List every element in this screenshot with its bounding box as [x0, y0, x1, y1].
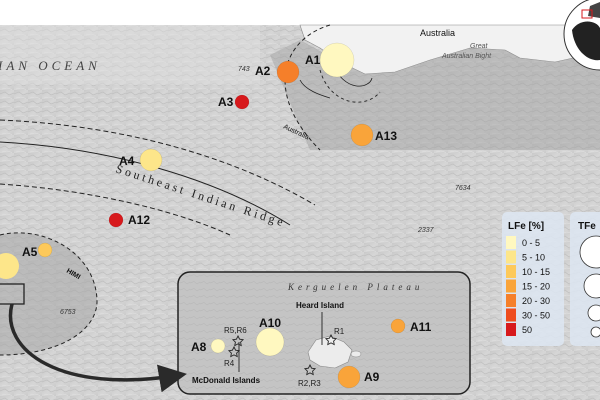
lfe-swatch — [506, 308, 516, 322]
heard-island-label: Heard Island — [296, 301, 344, 310]
himi-zone — [0, 232, 98, 355]
lfe-swatch — [506, 250, 516, 264]
lfe-swatch — [506, 294, 516, 307]
lfe-swatch — [506, 279, 516, 293]
lfe-swatch — [506, 265, 516, 278]
heard-island-shape — [307, 335, 353, 369]
bight-label-line2: Australian Bight — [441, 53, 492, 60]
bight-label-line1: Great — [470, 43, 489, 50]
front-line-1 — [0, 119, 316, 206]
lfe-legend-item-label: 20 - 30 — [522, 296, 550, 306]
globe-locator — [563, 0, 600, 71]
site-label-a11: A11 — [410, 320, 432, 334]
site-label-a12: A12 — [128, 213, 150, 227]
lfe-legend-item-label: 50 — [522, 325, 532, 335]
depth-label-3: 6753 — [60, 309, 76, 316]
site-label-a13: A13 — [375, 129, 397, 143]
site-marker-a12 — [108, 212, 124, 228]
lfe-legend: LFe [%] 0 - 5 5 - 10 10 - 15 15 - 20 20 - 30… — [502, 212, 564, 346]
plateau-label: Kerguelen Plateau — [287, 282, 423, 292]
depth-label-2: 2337 — [417, 227, 435, 234]
site-label-a9: A9 — [364, 370, 380, 384]
site-marker-a10 — [255, 327, 285, 357]
lfe-legend-item-label: 0 - 5 — [522, 238, 540, 248]
site-label-a10: A10 — [259, 316, 281, 330]
australia-shelf — [270, 40, 600, 150]
site-marker-a3 — [234, 94, 250, 110]
tfe-size-medium — [583, 273, 600, 299]
site-marker-edge — [0, 253, 19, 279]
lfe-legend-item-label: 10 - 15 — [522, 267, 550, 277]
lfe-legend-item-label: 5 - 10 — [522, 253, 545, 263]
site-marker-a5 — [37, 242, 53, 258]
site-marker-a1 — [319, 42, 355, 78]
site-marker-a11 — [390, 318, 406, 334]
tfe-size-smallest — [590, 326, 600, 338]
station-label-r56: R5,R6 — [224, 326, 247, 335]
depth-label-4: 743 — [238, 66, 250, 73]
lfe-legend-title: LFe [%] — [508, 221, 544, 232]
mcdonald-islands-label: McDonald Islands — [192, 376, 261, 385]
site-marker-a2 — [276, 60, 300, 84]
front-line-3 — [0, 183, 231, 236]
ocean-label: IAN OCEAN — [0, 58, 101, 73]
site-label-a5: A5 — [22, 245, 38, 259]
site-label-a1: A1 — [305, 53, 321, 67]
tfe-size-small — [587, 304, 600, 322]
site-label-a8: A8 — [191, 340, 207, 354]
site-label-a2: A2 — [255, 64, 271, 78]
tfe-legend-title: TFe — [578, 221, 596, 232]
station-stars — [227, 333, 338, 376]
site-marker-a4 — [139, 148, 163, 172]
station-label-r1: R1 — [334, 327, 345, 336]
depth-label-1: 7634 — [455, 185, 471, 192]
site-marker-a13 — [350, 123, 374, 147]
site-marker-a8 — [210, 338, 226, 354]
lfe-swatch — [506, 236, 516, 249]
tfe-legend: TFe — [570, 212, 600, 346]
site-label-a4: A4 — [119, 154, 135, 168]
station-label-r23: R2,R3 — [298, 379, 321, 388]
inset-arrow — [8, 303, 187, 393]
australia-zone-boundary — [284, 24, 331, 151]
lfe-legend-item-label: 15 - 20 — [522, 282, 550, 292]
site-marker-a9 — [337, 365, 361, 389]
station-label-r4: R4 — [224, 359, 235, 368]
australia-label: Australia — [420, 28, 455, 38]
site-label-a3: A3 — [218, 95, 234, 109]
lfe-swatch — [506, 323, 516, 336]
lfe-legend-item-label: 30 - 50 — [522, 311, 550, 321]
inset-panel — [177, 271, 471, 395]
tfe-size-large — [579, 235, 600, 269]
